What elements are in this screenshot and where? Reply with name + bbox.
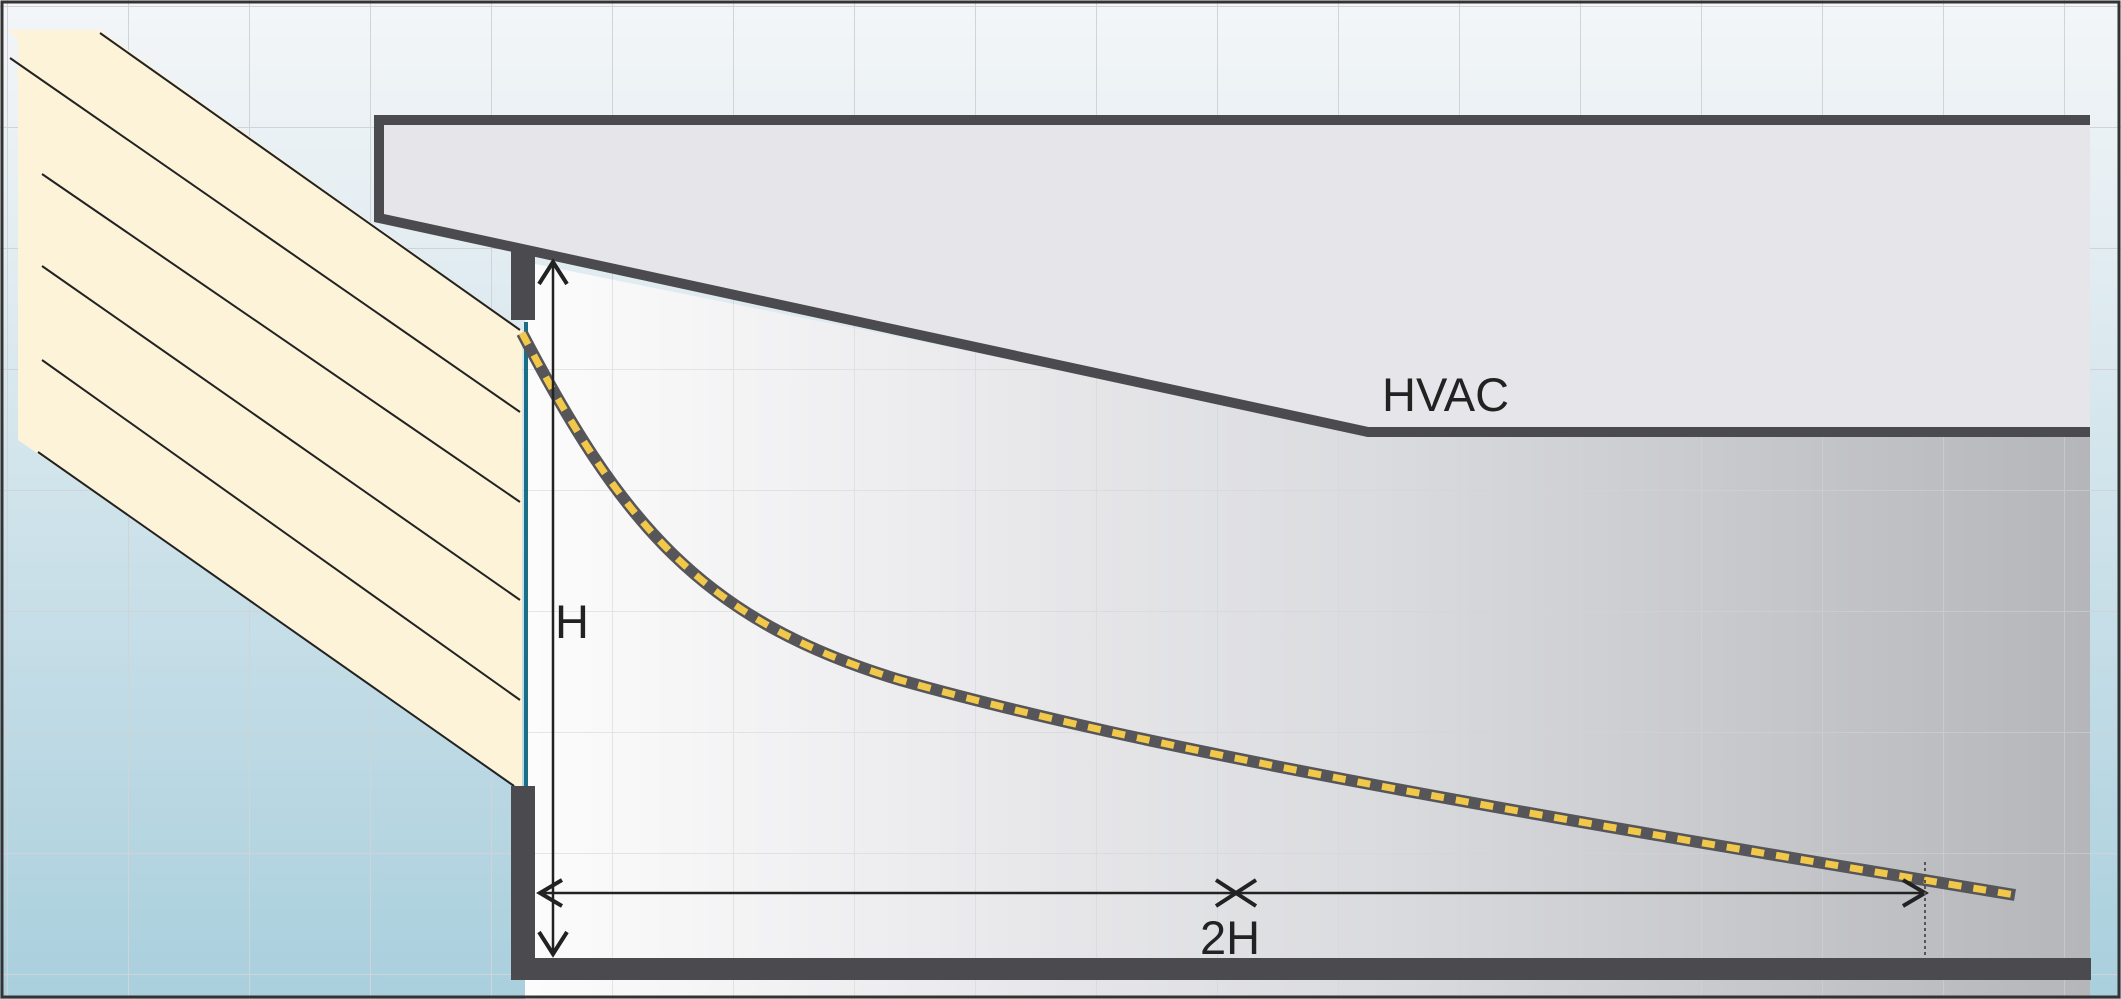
- wall-header: [511, 248, 535, 320]
- floor-slab: [511, 958, 2091, 980]
- ceiling-hvac-plenum: [377, 118, 2090, 432]
- double-arrow-vertical-icon: [537, 258, 569, 286]
- hvac-label: HVAC: [1382, 368, 1509, 421]
- height-label: H: [555, 595, 589, 648]
- distance-label: 2H: [1200, 911, 1260, 964]
- height-dimension: [537, 258, 569, 958]
- distance-dimension: [536, 862, 1929, 955]
- wall-sill: [511, 786, 535, 980]
- double-arrow-horizontal-icon: [536, 878, 564, 908]
- ceiling-outline: [374, 115, 2090, 437]
- exterior-shading-louvers: [8, 30, 522, 790]
- daylight-penetration-curve: [516, 330, 2016, 901]
